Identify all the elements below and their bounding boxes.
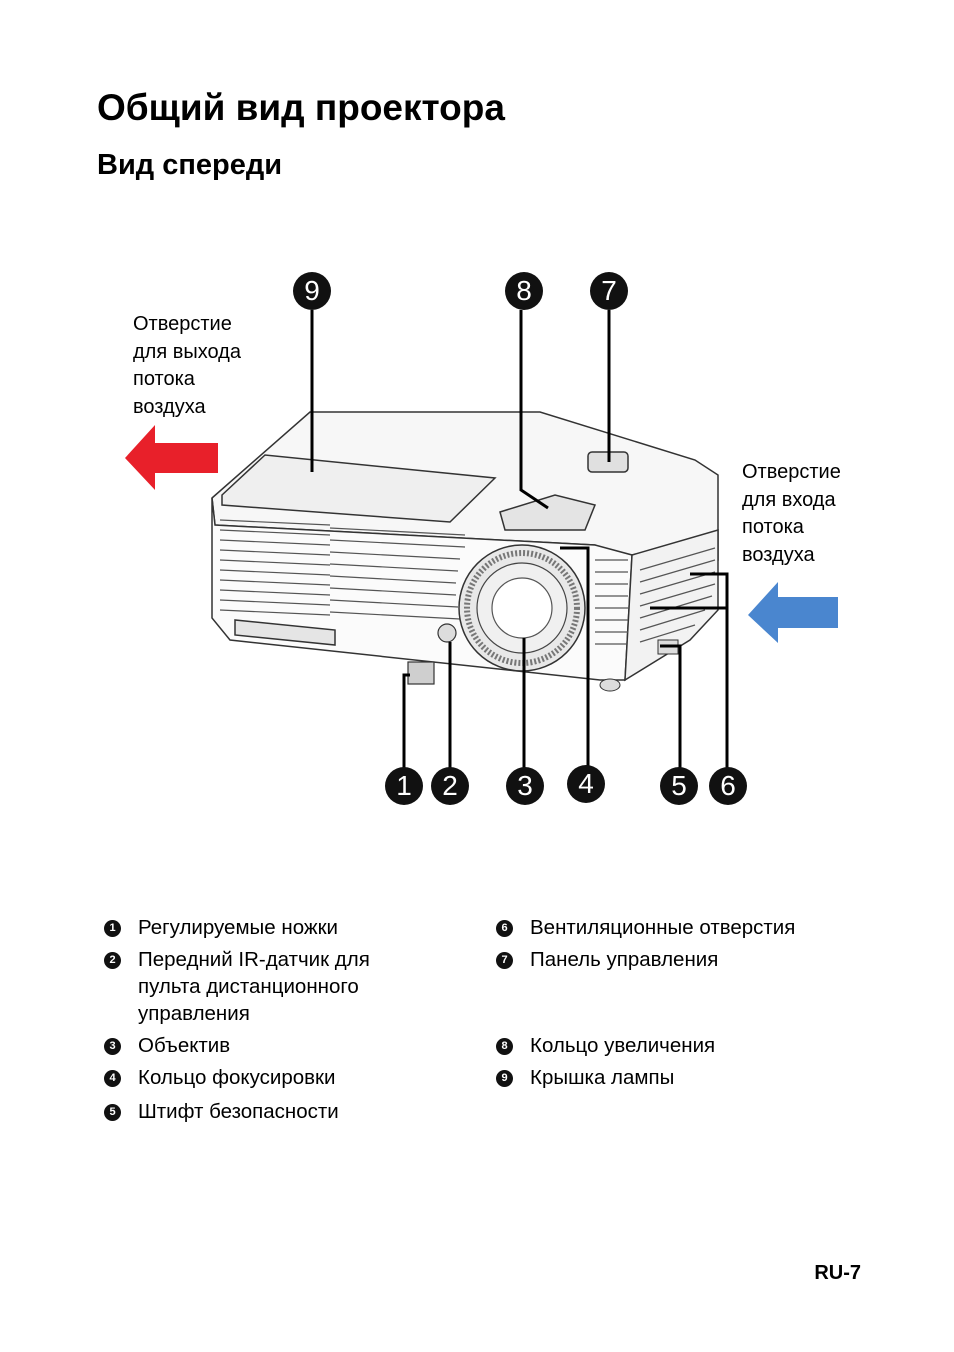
legend-number: 6 bbox=[496, 920, 513, 937]
intake-air-label: Отверстие для входа потока воздуха bbox=[742, 461, 841, 566]
legend-number: 9 bbox=[496, 1070, 513, 1087]
legend-number: 2 bbox=[104, 952, 121, 969]
intake-arrow-icon bbox=[748, 582, 838, 643]
projector-top-surface bbox=[211, 411, 719, 561]
legend-number: 1 bbox=[104, 920, 121, 937]
legend-number: 5 bbox=[104, 1104, 121, 1121]
callout-8: 8 bbox=[505, 272, 543, 310]
callout-7: 7 bbox=[590, 272, 628, 310]
exhaust-air-label: Отверстие для выхода потока воздуха bbox=[133, 313, 241, 418]
legend-text: Объектив bbox=[138, 1034, 231, 1057]
legend-text: Кольцо увеличения bbox=[530, 1034, 716, 1057]
projector-right-side bbox=[624, 529, 719, 682]
legend-number: 3 bbox=[104, 1038, 121, 1055]
security-bar bbox=[657, 639, 679, 655]
callout-6: 6 bbox=[709, 767, 747, 805]
legend-text: Крышка лампы bbox=[530, 1066, 675, 1089]
callout-3: 3 bbox=[506, 767, 544, 805]
exhaust-arrow-icon bbox=[125, 425, 218, 490]
legend-number: 4 bbox=[104, 1070, 121, 1087]
lens bbox=[491, 577, 553, 639]
focus-ring bbox=[458, 544, 586, 672]
legend-number: 7 bbox=[496, 952, 513, 969]
callout-9: 9 bbox=[293, 272, 331, 310]
control-panel bbox=[587, 451, 629, 473]
projector-front-face bbox=[211, 497, 633, 681]
legend-text: Вентиляционные отверстия bbox=[530, 916, 796, 939]
page-number: RU-7 bbox=[814, 1262, 861, 1284]
callout-4: 4 bbox=[567, 765, 605, 803]
section-title: Вид спереди bbox=[97, 149, 283, 181]
legend-text: Кольцо фокусировки bbox=[138, 1066, 336, 1089]
zoom-ring-lever bbox=[499, 494, 597, 531]
lamp-cover bbox=[221, 454, 497, 523]
callout-5: 5 bbox=[660, 767, 698, 805]
callout-1: 1 bbox=[385, 767, 423, 805]
adjustable-foot bbox=[407, 661, 435, 685]
legend-text: Штифт безопасности bbox=[138, 1100, 339, 1123]
ir-sensor bbox=[437, 623, 457, 643]
legend-text: Передний IR-датчик для пульта дистанцион… bbox=[138, 948, 370, 1025]
legend-text: Панель управления bbox=[530, 948, 719, 971]
legend-number: 8 bbox=[496, 1038, 513, 1055]
page-title: Общий вид проектора bbox=[97, 87, 505, 128]
legend-text: Регулируемые ножки bbox=[138, 916, 339, 939]
callout-2: 2 bbox=[431, 767, 469, 805]
